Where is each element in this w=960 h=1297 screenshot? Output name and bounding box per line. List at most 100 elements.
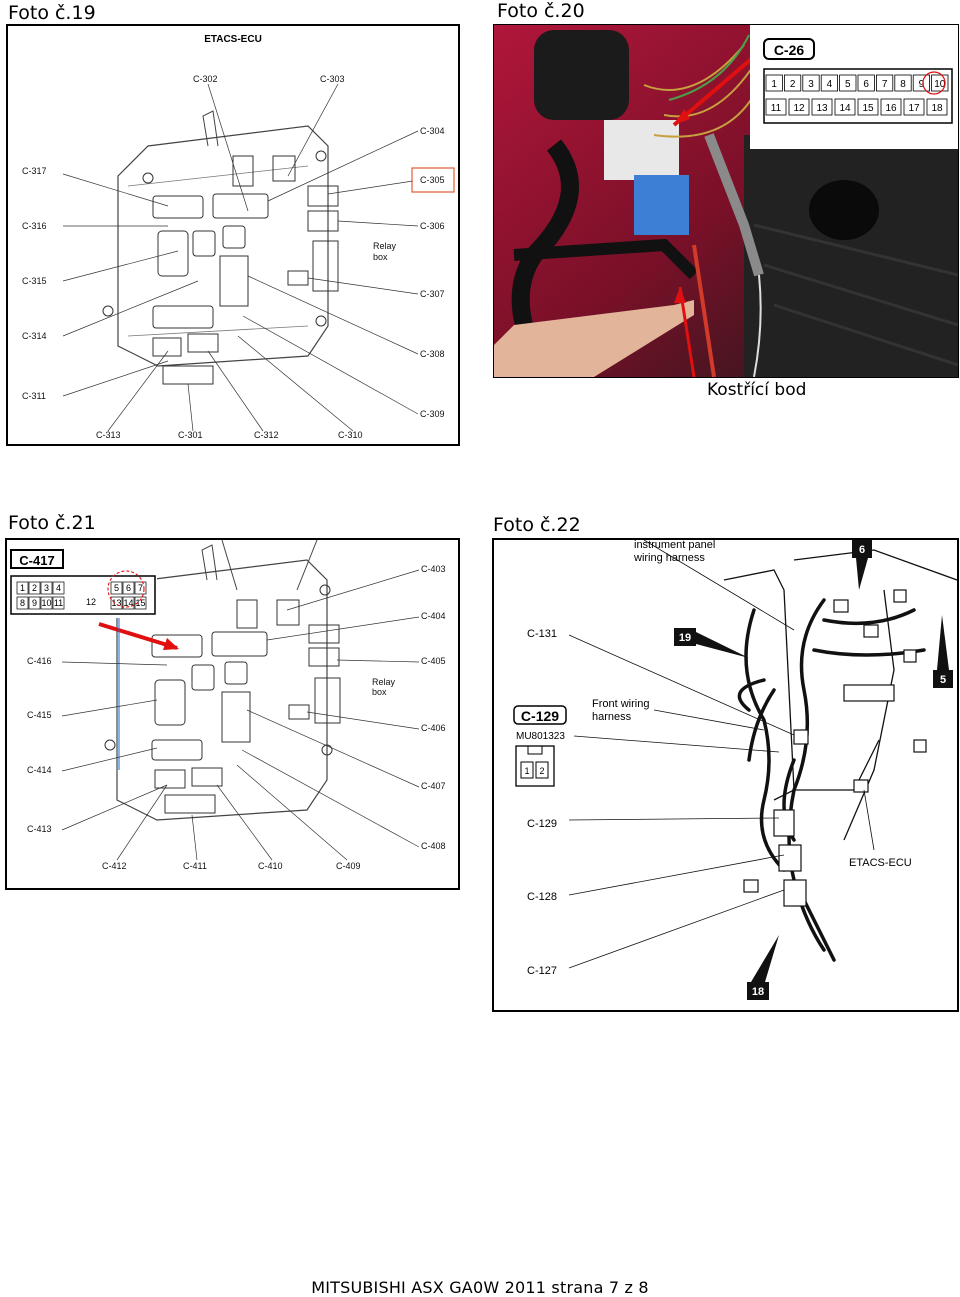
- c26-pin-label: 14: [839, 103, 851, 114]
- label-c405: C-405: [421, 656, 446, 666]
- foto19-diagram: ETACS-ECU: [6, 24, 460, 446]
- c417-pin-box: [122, 581, 135, 595]
- relay-box-label-1-f21: Relay: [372, 677, 396, 687]
- relay-box-label-2: box: [373, 252, 388, 262]
- c26-pin-label: 5: [845, 79, 851, 90]
- c26-label: C-26: [774, 42, 805, 58]
- c417-pin-label: 4: [56, 583, 61, 593]
- c26-pin-label: 9: [919, 79, 925, 90]
- label-c410: C-410: [258, 861, 283, 871]
- pin-1: 1: [524, 766, 529, 776]
- c417-pin-label: 15: [135, 598, 145, 608]
- marker-5-label: 5: [940, 674, 946, 686]
- label-c409: C-409: [336, 861, 361, 871]
- c26-pin-box: [788, 98, 810, 116]
- c26-pin-box: [811, 98, 833, 116]
- c417-pin-box: [28, 581, 41, 595]
- c26-pin-box: [912, 74, 931, 92]
- c26-pin-label: 2: [790, 79, 796, 90]
- c417-pin-box: [28, 596, 41, 610]
- page-footer: MITSUBISHI ASX GA0W 2011 strana 7 z 8: [311, 1278, 649, 1297]
- relay-box-label-1: Relay: [373, 241, 397, 251]
- label-c307: C-307: [420, 289, 445, 299]
- marker-5: 5: [933, 615, 953, 688]
- c26-pin-label: 13: [816, 103, 828, 114]
- c26-pin-box: [926, 98, 948, 116]
- label-c131: C-131: [527, 628, 557, 640]
- c26-pin-box: [931, 74, 949, 92]
- label-c316: C-316: [22, 221, 47, 231]
- label-c407: C-407: [421, 781, 446, 791]
- marker-18: 18: [747, 935, 779, 1000]
- c26-pin-label: 11: [771, 103, 782, 114]
- label-c412: C-412: [102, 861, 127, 871]
- label-c317: C-317: [22, 166, 47, 176]
- pins-5-6-highlight: [107, 570, 145, 608]
- pin-2: 2: [539, 766, 544, 776]
- label-c310: C-310: [338, 430, 363, 440]
- c26-pin-label: 6: [863, 79, 869, 90]
- front-wiring-label-1: Front wiring: [592, 698, 649, 710]
- label-c309: C-309: [420, 409, 445, 419]
- label-c129: C-129: [527, 818, 557, 830]
- c417-pin-12: 12: [86, 597, 96, 607]
- c417-inset: [7, 540, 157, 618]
- c417-pin-label: 6: [126, 583, 131, 593]
- instrument-panel-label-2: wiring harness: [633, 552, 705, 564]
- foto22-diagram: 6 19 5 18 instrument panel wiring harnes…: [492, 538, 959, 1012]
- c417-pin-box: [134, 596, 147, 610]
- c305-highlight: [411, 167, 455, 193]
- c417-pin-label: 13: [111, 598, 121, 608]
- c417-pin-label: 14: [123, 598, 133, 608]
- c26-pin-label: 15: [862, 103, 874, 114]
- c26-pin-box: [894, 74, 912, 92]
- etacs-title: ETACS-ECU: [204, 34, 262, 45]
- c417-pin-box: [16, 581, 29, 595]
- part-number: MU801323: [516, 731, 565, 742]
- caption-foto21: Foto č.21: [8, 512, 96, 534]
- c26-pin-box: [834, 98, 856, 116]
- c26-pin-box: [765, 74, 783, 92]
- c26-pin-box: [820, 74, 839, 92]
- c417-pin-label: 7: [138, 583, 143, 593]
- marker-6-label: 6: [859, 544, 865, 556]
- label-c128: C-128: [527, 891, 557, 903]
- c417-pin-label: 2: [32, 583, 37, 593]
- c26-pin-label: 10: [934, 79, 946, 90]
- front-wiring-label-2: harness: [592, 711, 632, 723]
- label-c304: C-304: [420, 126, 445, 136]
- c417-pin-box: [40, 596, 53, 610]
- caption-foto20: Foto č.20: [497, 0, 585, 22]
- label-c415: C-415: [27, 710, 52, 720]
- label-c411: C-411: [183, 861, 207, 871]
- marker-6: 6: [852, 540, 872, 590]
- pin10-highlight: [922, 71, 946, 95]
- instrument-panel-label-1: instrument panel: [634, 540, 715, 551]
- label-c406: C-406: [421, 723, 446, 733]
- label-c312: C-312: [254, 430, 279, 440]
- c417-pin-box: [40, 581, 53, 595]
- label-c408: C-408: [421, 841, 446, 851]
- label-c404: C-404: [421, 611, 446, 621]
- ground-point-label: Kostřící bod: [707, 380, 807, 400]
- label-c403: C-403: [421, 564, 446, 574]
- wiring-harness-diagram: 6 19 5 18 instrument panel wiring harnes…: [513, 540, 957, 1000]
- label-c306: C-306: [420, 221, 445, 231]
- c417-pin-label: 8: [20, 598, 25, 608]
- marker-19-label: 19: [679, 632, 691, 644]
- c26-pin-box: [857, 74, 875, 92]
- label-c315: C-315: [22, 276, 47, 286]
- c26-pin-label: 18: [931, 103, 943, 114]
- c26-pin-label: 8: [900, 79, 906, 90]
- c417-label: C-417: [19, 553, 54, 568]
- label-c305: C-305: [420, 175, 445, 185]
- marker-19: 19: [674, 628, 749, 658]
- label-c416: C-416: [27, 656, 52, 666]
- label-c303: C-303: [320, 74, 345, 84]
- c26-pin-label: 12: [793, 103, 805, 114]
- relay-box-label-2-f21: box: [372, 687, 387, 697]
- c26-pin-box: [857, 98, 879, 116]
